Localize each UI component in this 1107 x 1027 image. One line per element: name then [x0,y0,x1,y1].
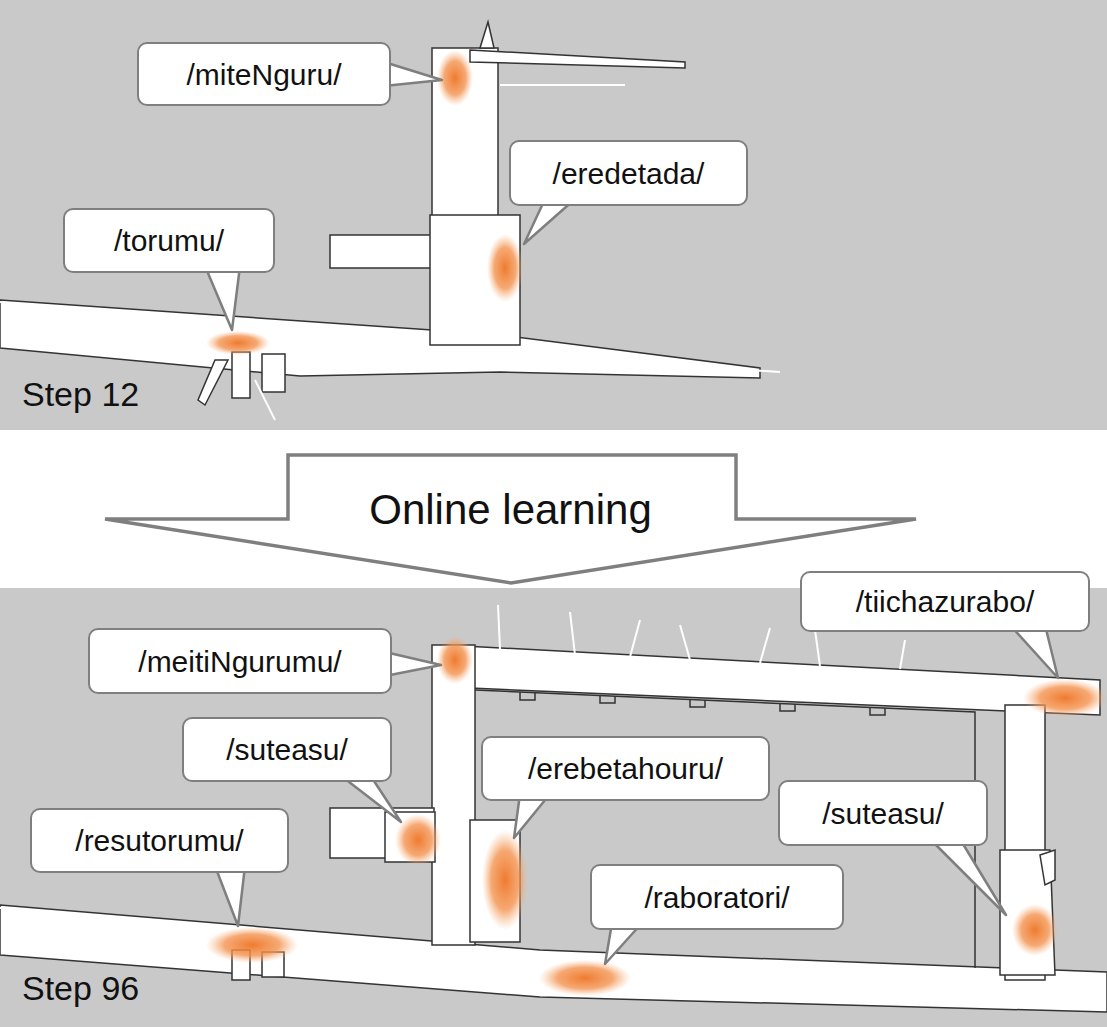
walls [475,690,975,968]
callout-box: /suteasu/ [182,717,392,782]
place-name: /suteasu/ [822,797,944,830]
callout-box: /erebetahouru/ [481,736,770,801]
place-name: /eredetada/ [553,157,705,190]
place-name: /resutorumu/ [75,824,243,857]
callout-box: /resutorumu/ [30,808,289,873]
arrow-label: Online learning [103,489,918,531]
callout-box: /raboratori/ [590,864,844,930]
callout-box: /torumu/ [63,208,275,273]
place-name: /raboratori/ [644,881,789,914]
place-name: /torumu/ [114,224,224,257]
map-panel [0,0,1107,430]
place-name: /tiichazurabo/ [856,585,1034,618]
step-label: Step 12 [22,376,139,413]
place-name: /suteasu/ [226,733,348,766]
callout-box: /miteNguru/ [137,42,391,106]
step-label: Step 96 [22,970,139,1007]
corridors [0,645,1107,1012]
place-name: /erebetahouru/ [528,752,723,785]
process-arrow: Online learning [103,453,918,585]
laser-streaks [0,85,780,420]
corridors [0,22,760,405]
callout-box: /eredetada/ [509,140,748,206]
map-panel [0,588,1107,1027]
place-name: /miteNguru/ [186,58,341,91]
callout-box: /tiichazurabo/ [800,571,1090,632]
callout-box: /suteasu/ [778,780,988,846]
callout-box: /meitiNgurumu/ [88,628,392,694]
place-name: /meitiNgurumu/ [138,645,341,678]
